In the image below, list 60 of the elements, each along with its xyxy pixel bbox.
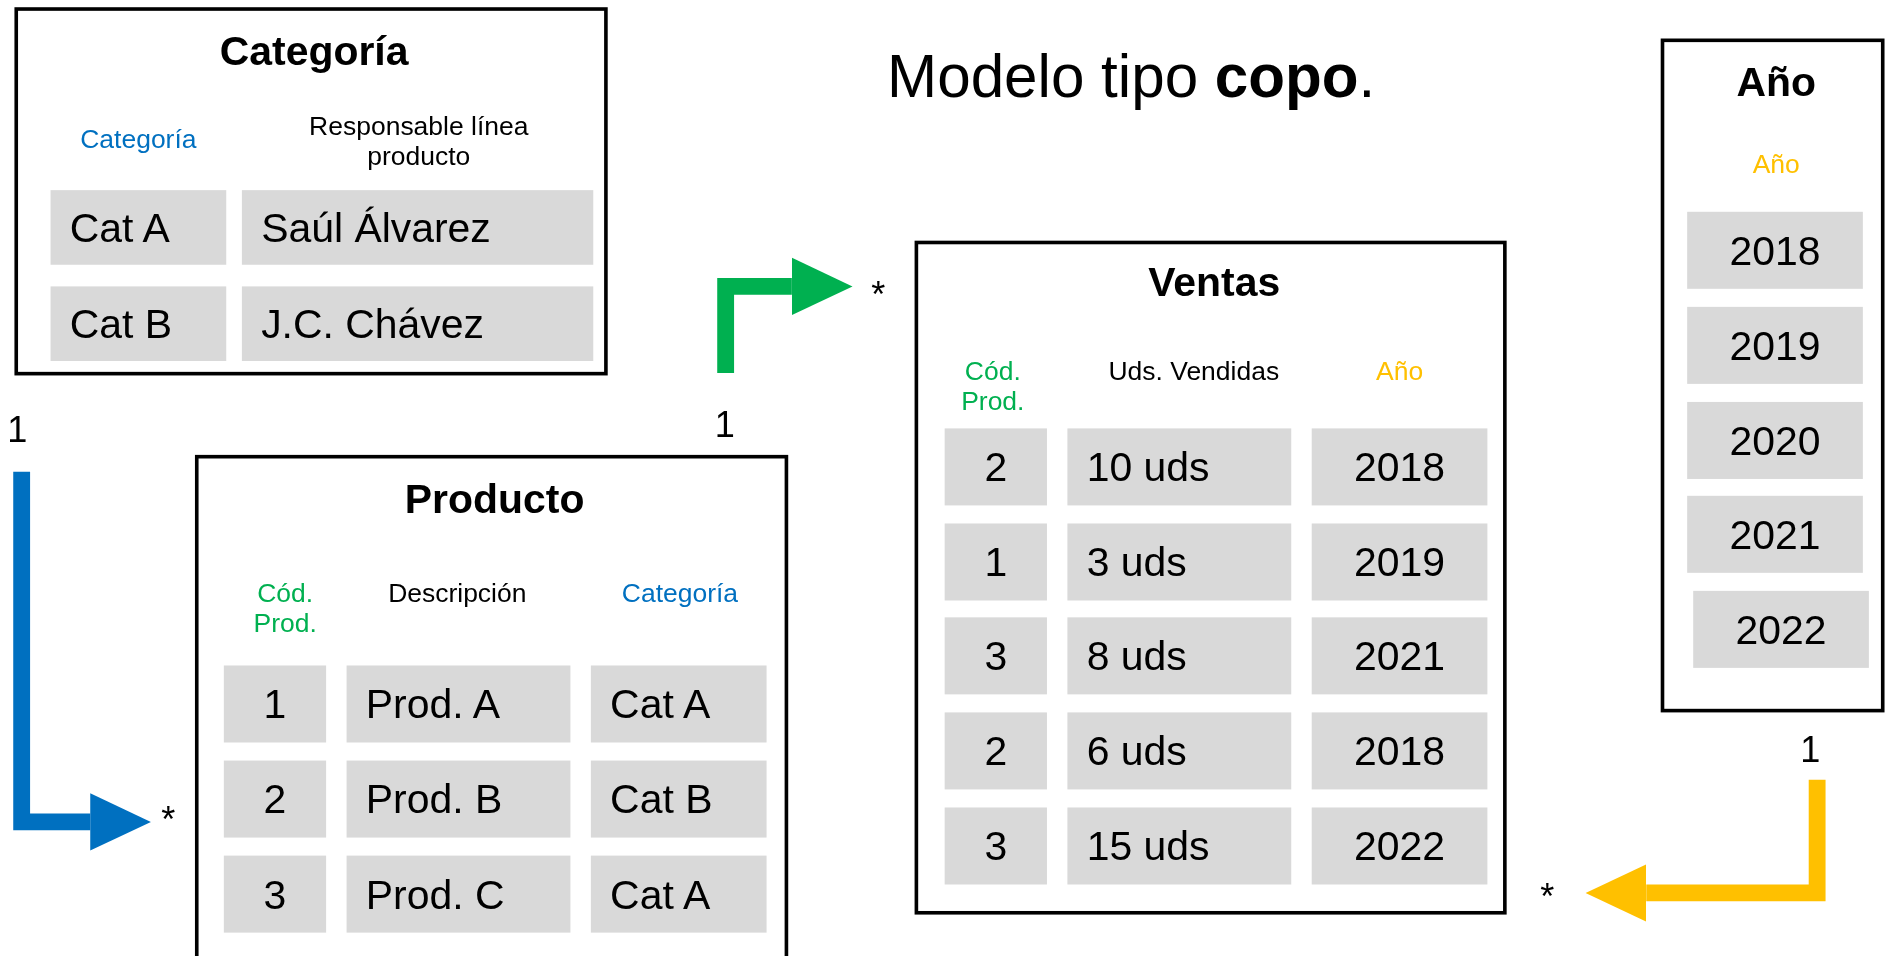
data-cell: Prod. C [346,855,571,933]
data-cell: 2018 [1687,211,1863,289]
data-cell: 3 [944,807,1047,885]
data-cell: 3 [944,617,1047,695]
data-cell: Prod. B [346,760,571,838]
column-header: Categoría [79,123,198,155]
data-cell: Cat A [590,665,767,743]
data-cell: Cat B [50,286,227,361]
data-cell: 1 [223,665,327,743]
data-cell: Cat B [590,760,767,838]
data-cell: Prod. A [346,665,571,743]
column-header: Uds. Vendidas [1107,355,1281,387]
data-cell: 2020 [1687,401,1863,479]
table-title: Ventas [1147,258,1282,306]
data-cell: 2 [944,712,1047,790]
column-header: Categoría [620,577,740,608]
cardinality-label: * [871,274,886,316]
table-title: Producto [403,474,586,522]
column-header: Cód. Prod. [960,355,1026,417]
table-title: Año [1735,58,1817,106]
data-cell: 10 uds [1067,428,1292,506]
table-panel [14,7,608,376]
data-cell: 2019 [1311,523,1488,601]
data-cell: 2019 [1687,306,1863,384]
table-panel [1660,38,1885,713]
data-cell: Cat A [50,190,227,265]
cardinality-label: * [1540,876,1555,917]
data-cell: 3 [223,855,327,933]
arrow [1585,779,1826,922]
cardinality-label: 1 [714,404,735,446]
table-panel [194,454,789,956]
data-cell: 2 [944,428,1047,506]
arrow [13,471,151,851]
column-header: Cód. Prod. [252,577,318,639]
arrow [717,257,853,374]
cardinality-label: * [161,799,176,840]
table-title: Categoría [218,27,410,75]
data-cell: 8 uds [1067,617,1292,695]
cardinality-label: 1 [1800,729,1821,771]
data-cell: 2022 [1311,807,1488,885]
data-cell: 2018 [1311,428,1488,506]
data-cell: 3 uds [1067,523,1292,601]
data-cell: Cat A [590,855,767,933]
data-cell: 2 [223,760,327,838]
column-header: Responsable línea producto [308,110,530,172]
data-cell: 2021 [1687,495,1863,573]
data-cell: 1 [944,523,1047,601]
column-header: Año [1751,149,1801,180]
data-cell: 2022 [1693,590,1869,668]
data-cell: 2018 [1311,712,1488,790]
data-cell: 6 uds [1067,712,1292,790]
page-title: Modelo tipo copo. [886,43,1377,113]
column-header: Año [1375,355,1425,387]
data-cell: 2021 [1311,617,1488,695]
data-cell: 15 uds [1067,807,1292,885]
data-cell: J.C. Chávez [241,286,594,361]
data-cell: Saúl Álvarez [241,190,594,265]
column-header: Descripción [387,577,528,608]
table-panel [914,240,1507,915]
cardinality-label: 1 [7,409,28,451]
